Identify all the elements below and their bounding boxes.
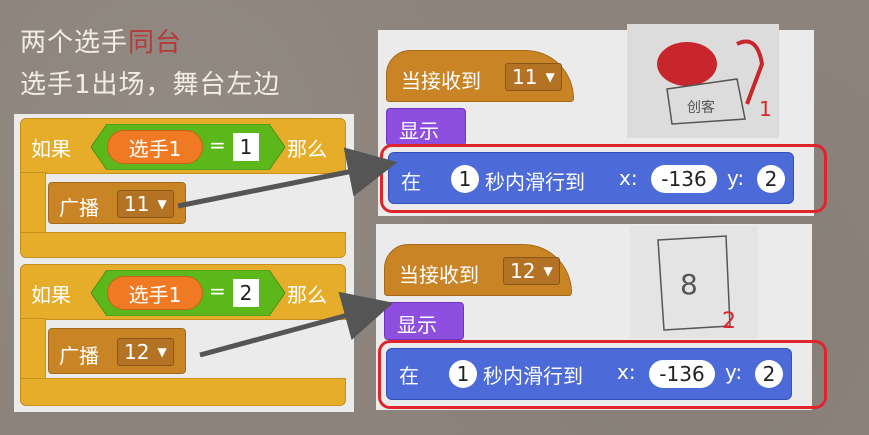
value-input[interactable]: 2 xyxy=(233,279,259,307)
sprite-photo-2: 8 2 xyxy=(630,226,758,338)
broadcast-label: 广播 xyxy=(59,196,99,220)
if-block-2-foot xyxy=(20,378,346,406)
then-label: 那么 xyxy=(287,137,327,161)
glide-mid-label: 秒内滑行到 xyxy=(483,364,583,388)
y-label: y: xyxy=(727,166,745,190)
arrow-12-icon xyxy=(199,291,394,358)
arrow-11-icon xyxy=(177,147,398,209)
photo-mark-text: 2 xyxy=(722,309,736,334)
if-label: 如果 xyxy=(31,137,71,161)
if-block-2[interactable]: 如果 选手1 = 2 那么 xyxy=(20,264,346,320)
value-input[interactable]: 1 xyxy=(233,133,259,161)
hat-label: 当接收到 xyxy=(399,263,479,287)
seconds-input[interactable]: 1 xyxy=(449,360,477,388)
when-receive-hat-2[interactable]: 当接收到 12 ▼ xyxy=(384,244,572,296)
photo-glyph-text: 8 xyxy=(680,268,698,301)
message-value: 11 xyxy=(512,65,538,89)
dropdown-arrow-icon: ▼ xyxy=(543,264,553,278)
equals-operator: = xyxy=(209,279,226,303)
cat-sketch-image: 创客 1 xyxy=(627,24,779,138)
x-label: x: xyxy=(617,360,636,384)
broadcast-dropdown[interactable]: 11 ▼ xyxy=(117,190,174,218)
if-block-1-foot xyxy=(20,232,346,258)
y-label: y: xyxy=(725,360,743,384)
sensor-reporter[interactable]: 选手1 xyxy=(107,130,203,164)
show-label: 显示 xyxy=(399,119,439,143)
seconds-input[interactable]: 1 xyxy=(451,165,479,193)
y-input[interactable]: 2 xyxy=(757,165,785,193)
equals-operator: = xyxy=(209,133,226,157)
broadcast-dropdown[interactable]: 12 ▼ xyxy=(117,338,174,366)
message-dropdown[interactable]: 12 ▼ xyxy=(503,257,560,285)
glide-mid-label: 秒内滑行到 xyxy=(485,170,585,194)
slide-title: 两个选手同台 xyxy=(20,22,182,59)
x-input[interactable]: -136 xyxy=(651,165,717,193)
banner-sketch-image: 8 2 xyxy=(630,226,758,338)
broadcast-message: 12 xyxy=(124,340,150,364)
dropdown-arrow-icon: ▼ xyxy=(545,70,555,84)
message-value: 12 xyxy=(510,259,536,283)
hat-label: 当接收到 xyxy=(401,69,481,93)
glide-in-label: 在 xyxy=(399,364,419,388)
glide-block-1[interactable]: 在 1 秒内滑行到 x: -136 y: 2 xyxy=(388,152,794,204)
glide-block-2[interactable]: 在 1 秒内滑行到 x: -136 y: 2 xyxy=(386,348,792,400)
y-input[interactable]: 2 xyxy=(755,360,783,388)
x-input[interactable]: -136 xyxy=(649,360,715,388)
message-dropdown[interactable]: 11 ▼ xyxy=(505,63,562,91)
broadcast-block-1[interactable]: 广播 11 ▼ xyxy=(48,182,186,224)
glide-in-label: 在 xyxy=(401,170,421,194)
if-label: 如果 xyxy=(31,283,71,307)
photo-mark-text: 1 xyxy=(759,97,772,121)
title-text: 两个选手 xyxy=(20,28,129,58)
broadcast-message: 11 xyxy=(124,192,150,216)
slide-subtitle: 选手1出场，舞台左边 xyxy=(20,70,281,100)
dropdown-arrow-icon: ▼ xyxy=(157,345,167,359)
dropdown-arrow-icon: ▼ xyxy=(157,197,167,211)
photo-caption-text: 创客 xyxy=(687,99,715,116)
show-label: 显示 xyxy=(397,313,437,337)
if-block-2-arm xyxy=(20,318,46,380)
highlight-box-2 xyxy=(378,340,827,409)
then-label: 那么 xyxy=(287,283,327,307)
broadcast-label: 广播 xyxy=(59,344,99,368)
if-block-1[interactable]: 如果 选手1 = 1 那么 xyxy=(20,118,346,174)
sensor-reporter[interactable]: 选手1 xyxy=(107,276,203,310)
x-label: x: xyxy=(619,166,638,190)
sprite-photo-1: 创客 1 xyxy=(627,24,779,138)
broadcast-block-2[interactable]: 广播 12 ▼ xyxy=(48,328,186,374)
title-highlight: 同台 xyxy=(128,28,183,58)
when-receive-hat-1[interactable]: 当接收到 11 ▼ xyxy=(386,50,574,102)
